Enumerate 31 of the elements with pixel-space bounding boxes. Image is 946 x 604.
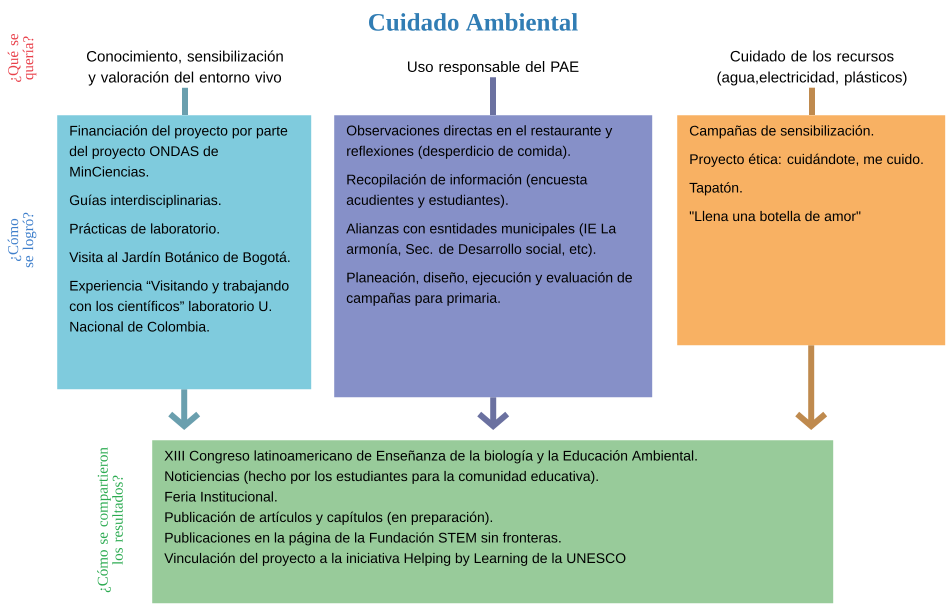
list-item: Publicaciones en la página de la Fundación STEM sin fronteras. <box>165 532 561 546</box>
list-item: Alianzas con esntidades municipales (IE La armonía, Sec. de Desarrollo social, etc). <box>346 223 616 257</box>
list-item: Experiencia “Visitando y trabajando con los científicos” laboratorio U. Nacional de Colombia. <box>70 280 289 332</box>
list-item: XIII Congreso latinoamericano de Enseñanza de la biología y la Educación Ambiental. <box>164 450 697 464</box>
info-box <box>57 115 312 390</box>
list-item: "Llena una botella de amor" <box>690 210 860 222</box>
side-label: ¿Cómo se logró? <box>8 212 36 268</box>
heading-text: Uso responsable del PAE <box>408 61 578 75</box>
info-box <box>677 115 946 346</box>
title: Cuidado Ambiental <box>369 13 578 31</box>
heading-text: Cuidado de los recursos (agua,electricidad, plásticos) <box>717 50 906 86</box>
list-item: Tapatón. <box>690 182 742 196</box>
list-item: Recopilación de información (encuesta acudientes y estudiantes). <box>346 174 588 208</box>
side-label: ¿Cómo se compartieron los resultados? <box>97 447 123 592</box>
list-item: Financiación del proyecto por parte del proyecto ONDAS de MinCiencias. <box>70 125 288 177</box>
heading-text: Conocimiento, sensibilización y valoración del entorno vivo <box>86 50 283 86</box>
info-box <box>334 115 652 398</box>
list-item: Proyecto ética: cuidándote, me cuido. <box>690 154 923 167</box>
arrow <box>795 345 828 430</box>
info-box <box>152 440 834 604</box>
list-item: Visita al Jardín Botánico de Bogotá. <box>69 252 290 265</box>
list-item: Guías interdisciplinarias. <box>70 194 220 208</box>
list-item: Vinculación del proyecto a la iniciativa Helping by Learning de la UNESCO <box>164 552 626 566</box>
side-label: ¿Qué se quería? <box>8 34 36 82</box>
list-item: Noticiencias (hecho por los estudiantes para la comunidad educativa). <box>165 470 598 484</box>
list-item: Planeación, diseño, ejecución y evaluación de campañas para primaria. <box>346 272 632 306</box>
list-item: Publicación de artículos y capítulos (en preparación). <box>165 512 492 525</box>
list-item: Observaciones directas en el restaurante y reflexiones (desperdicio de comida). <box>346 125 612 159</box>
list-item: Prácticas de laboratorio. <box>70 223 219 234</box>
list-item: Feria Institucional. <box>165 491 277 502</box>
list-item: Campañas de sensibilización. <box>690 125 874 138</box>
